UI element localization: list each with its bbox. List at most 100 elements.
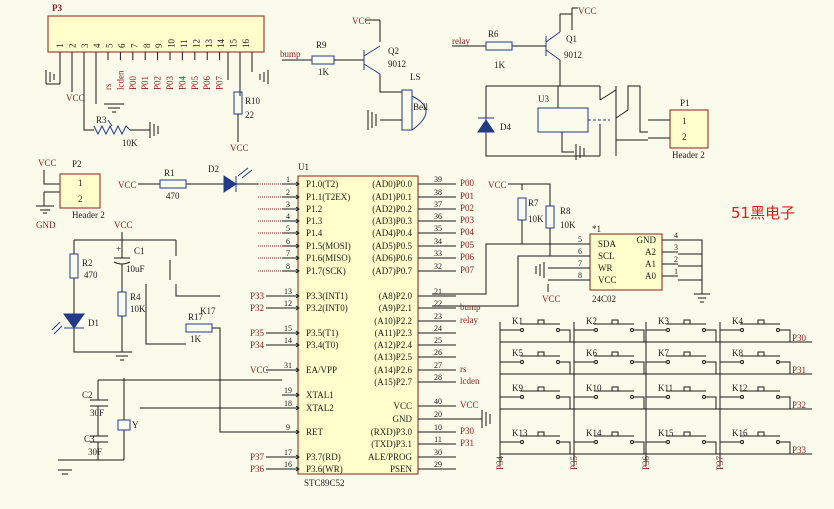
r17-ref: R17 [188, 312, 204, 322]
ee-pin-name-8: VCC [598, 275, 617, 285]
u1-pin-2: 2 [286, 188, 290, 197]
p3-net-P01: P01 [140, 76, 150, 90]
led-d2-circuit: VCC R1 470 D2 [118, 164, 258, 201]
key-k11: K11 [646, 383, 717, 409]
r3-ref: R3 [96, 115, 107, 125]
u1-net-37: P02 [460, 203, 474, 213]
vcc-label-q1: VCC [578, 6, 597, 16]
ee-pin-3: 3 [674, 243, 678, 252]
row-label-P31: P31 [792, 365, 806, 375]
u1-pin-name-24: (A11)P2.3 [375, 328, 413, 338]
ee-pin-2: 2 [674, 255, 678, 264]
u1-pin-name-34: (AD5)P0.5 [372, 241, 412, 251]
buzzer-circuit: VCC bump R9 1K Q2 9012 LS Bell [280, 16, 428, 131]
u1-pin-39: 39 [434, 175, 442, 184]
key-k12: K12 [720, 383, 791, 409]
c2-value: 30F [90, 408, 104, 418]
key-label-k5: K5 [512, 348, 523, 358]
u1-net-36: P03 [460, 215, 475, 225]
u1-pin-name-38: (AD1)P0.1 [372, 192, 412, 202]
key-label-k7: K7 [658, 348, 669, 358]
r10-value: 22 [245, 110, 254, 120]
u1-pin-name-13: P3.3(INT1) [306, 291, 348, 301]
u1-pin-name-8: P1.7(SCK) [306, 266, 346, 276]
key-k5: K5 [500, 348, 571, 374]
r7-ref: R7 [528, 198, 539, 208]
d2-ref: D2 [208, 164, 219, 174]
key-label-k8: K8 [732, 348, 743, 358]
u1-pin-17: 17 [284, 448, 292, 457]
ee-pin-name-2: A1 [645, 259, 656, 269]
u1-ref: U1 [298, 162, 309, 172]
u1-pin-name-30: ALE/PROG [368, 452, 413, 462]
c2-ref: C2 [82, 390, 93, 400]
relay-label-top: relay [452, 36, 470, 46]
u1-pin-22: 22 [434, 299, 442, 308]
key-k2: K2 [574, 316, 645, 342]
key-k8: K8 [720, 348, 791, 374]
key-k10: K10 [574, 383, 645, 409]
p2-pin1: 1 [78, 178, 83, 188]
u1-pin-name-18: XTAL2 [306, 403, 334, 413]
vcc-label-p3: VCC [66, 93, 85, 103]
r8-value: 10K [560, 220, 576, 230]
ls-ref: LS [410, 72, 421, 82]
u1-pin-11: 11 [434, 435, 442, 444]
vcc-label-q2: VCC [352, 16, 371, 26]
key-k15: K15 [646, 428, 717, 454]
u1-net-38: P01 [460, 191, 474, 201]
u1-pin-name-6: P1.5(MOSI) [306, 241, 351, 251]
u1-pin-name-19: XTAL1 [306, 390, 334, 400]
key-label-k16: K16 [732, 428, 748, 438]
u1-net-23: relay [460, 315, 478, 325]
key-label-k3: K3 [658, 316, 669, 326]
key-k13: K13 [500, 428, 571, 454]
u1-pin-32: 32 [434, 262, 442, 271]
key-label-k10: K10 [586, 383, 602, 393]
r3-value: 10K [122, 138, 138, 148]
p3-pin-12: 12 [191, 39, 201, 48]
row-label-P32: P32 [792, 400, 806, 410]
u1-pin-name-15: P3.5(T1) [306, 328, 338, 338]
u1-pin-28: 28 [434, 373, 442, 382]
key-label-k4: K4 [732, 316, 743, 326]
gnd-label: GND [36, 220, 56, 230]
u1-net-14: P34 [250, 340, 265, 350]
vcc-label-ee: VCC [542, 294, 561, 304]
u1-pin-9: 9 [286, 423, 290, 432]
u1-pin-name-4: P1.3 [306, 216, 323, 226]
p3-net-rs: rs [103, 83, 113, 90]
key-k3: K3 [646, 316, 717, 342]
vcc-label-reset: VCC [114, 220, 133, 230]
key-k6: K6 [574, 348, 645, 374]
u1-pin-5: 5 [286, 224, 290, 233]
key-k7: K7 [646, 348, 717, 374]
u1-pin-name-5: P1.4 [306, 228, 323, 238]
u1-pin-24: 24 [434, 324, 442, 333]
ee-pin-8: 8 [578, 271, 582, 280]
key-label-k12: K12 [732, 383, 748, 393]
p1-ref: P1 [680, 98, 690, 108]
u1-pin-name-26: (A13)P2.5 [374, 352, 412, 362]
key-label-k1: K1 [512, 316, 523, 326]
r9-value: 1K [318, 67, 330, 77]
u1-pin-name-7: P1.6(MISO) [306, 253, 351, 263]
p3-pin-1: 1 [55, 44, 65, 49]
key-label-k2: K2 [586, 316, 597, 326]
p3-net-P06: P06 [202, 75, 212, 90]
u1-pin-name-29: PSEN [390, 464, 413, 474]
bump-label-top: bump [280, 49, 301, 59]
key-label-k14: K14 [586, 428, 602, 438]
u1-pin-name-28: (A15)P2.7 [374, 377, 412, 387]
key-label-k6: K6 [586, 348, 597, 358]
u1-net-33: P06 [460, 252, 475, 262]
r2-value: 470 [84, 270, 98, 280]
p2-ref: P2 [72, 159, 82, 169]
q2-value: 9012 [388, 59, 406, 69]
u1-pin-name-9: RET [306, 427, 324, 437]
ls-value: Bell [413, 102, 428, 112]
r4-ref: R4 [130, 292, 141, 302]
